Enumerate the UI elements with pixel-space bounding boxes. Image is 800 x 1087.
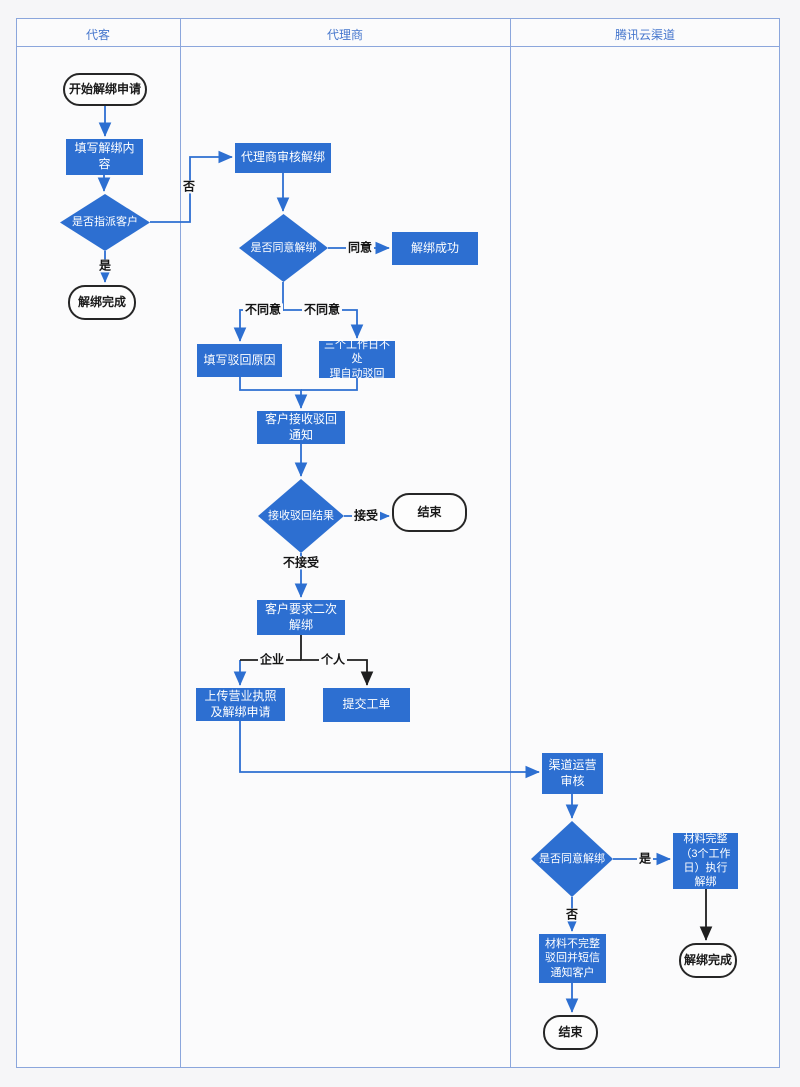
- edge-label-disagree-right: 不同意: [301, 302, 343, 317]
- lane-title-agent: 代理商: [326, 28, 364, 42]
- node-receive-notice: 客户接收驳回 通知: [257, 411, 345, 444]
- edge-label-enterprise: 企业: [257, 652, 287, 667]
- edge-label-disagree-left: 不同意: [242, 302, 284, 317]
- node-fill-unbind-content: 填写解绑内 容: [66, 139, 143, 175]
- node-start-terminator: 开始解绑申请: [63, 73, 147, 106]
- edge-label-not-accept: 不接受: [280, 555, 322, 570]
- node-unbind-done-agent-terminator: 解绑完成: [68, 285, 136, 320]
- node-unbind-done-channel-terminator: 解绑完成: [679, 943, 737, 978]
- lane-header-row: [16, 18, 780, 47]
- node-materials-complete: 材料完整 （3个工作 日）执行 解绑: [673, 833, 738, 889]
- node-unbind-success: 解绑成功: [392, 232, 478, 265]
- node-agent-review: 代理商审核解绑: [235, 143, 331, 173]
- lane-divider-1: [180, 18, 181, 1068]
- node-auto-reject: 三个工作日不处 理自动驳回: [319, 339, 395, 380]
- edge-label-no-2: 否: [563, 907, 581, 922]
- node-materials-incomplete: 材料不完整 驳回并短信 通知客户: [539, 934, 606, 983]
- node-submit-ticket: 提交工单: [323, 688, 410, 722]
- lane-divider-2: [510, 18, 511, 1068]
- node-end-terminator-2: 结束: [543, 1015, 598, 1050]
- edge-label-agree: 同意: [345, 240, 375, 255]
- edge-label-personal: 个人: [318, 652, 348, 667]
- edge-label-accept: 接受: [351, 508, 381, 523]
- lane-title-customer: 代客: [85, 28, 111, 42]
- node-channel-review: 渠道运营 审核: [542, 753, 603, 794]
- edge-label-yes-1: 是: [96, 258, 114, 273]
- edge-label-no-1: 否: [180, 179, 198, 194]
- node-end-terminator-1: 结束: [392, 493, 467, 532]
- node-upload-license: 上传营业执照 及解绑申请: [196, 688, 285, 721]
- lane-title-tencent-channel: 腾讯云渠道: [614, 28, 676, 42]
- edge-label-yes-2: 是: [636, 851, 654, 866]
- swimlane-frame: [16, 18, 780, 1068]
- node-reject-reason: 填写驳回原因: [197, 344, 282, 377]
- node-second-unbind-request: 客户要求二次 解绑: [257, 600, 345, 635]
